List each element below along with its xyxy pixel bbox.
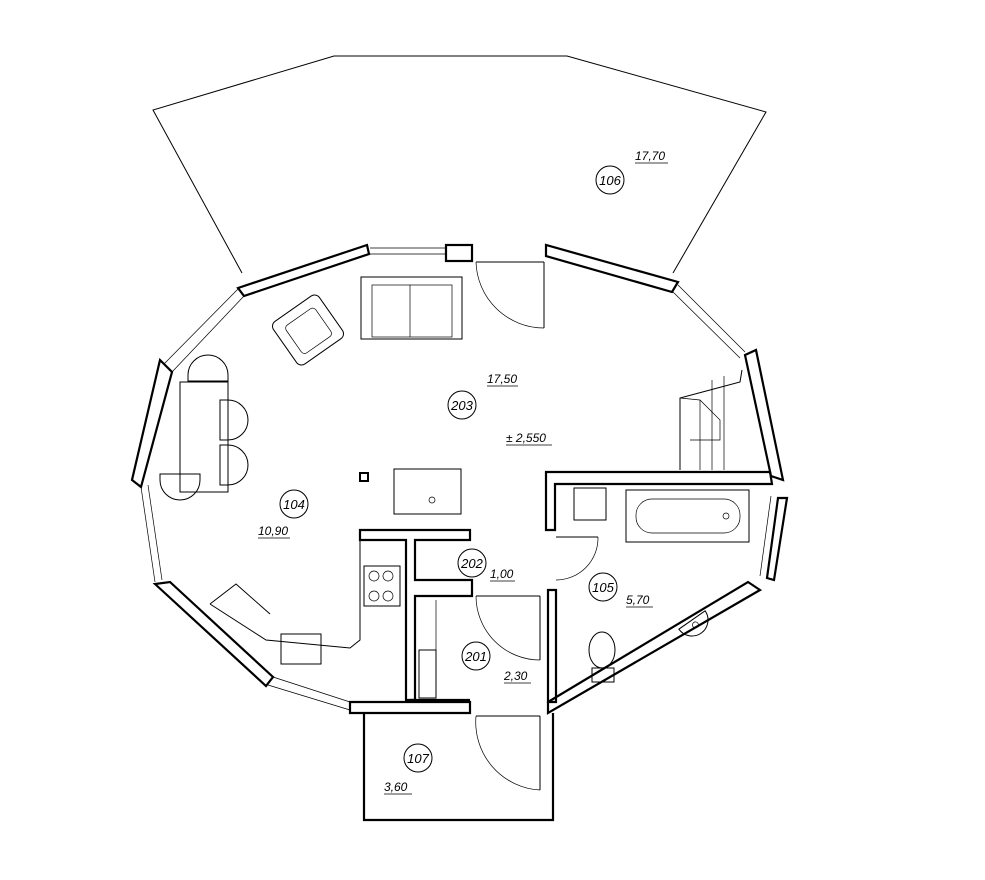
room-202-id: 202 [460,556,483,571]
room-203-id: 203 [450,398,473,413]
interior-walls [358,470,774,822]
dining-set [159,354,249,501]
sofa [360,276,463,340]
room-104-id: 104 [283,497,305,512]
room-107-area: 3,60 [384,780,408,794]
room-105-id: 105 [592,580,614,595]
kitchen-counter [209,540,401,665]
room-label-105: 105 5,70 [588,572,653,608]
room-label-201: 201 2,30 [461,641,531,684]
room-203-area: 17,50 [487,372,517,386]
room-label-104: 104 10,90 [258,489,309,539]
room-201-area: 2,30 [503,669,528,683]
room-label-106: 106 17,70 [595,149,668,195]
washbasin [678,610,709,637]
room-label-107: 107 3,60 [384,743,433,795]
staircase [679,369,743,470]
level-mark: ± 2,550 [506,431,552,446]
wardrobe [418,600,437,699]
room-107-id: 107 [407,751,429,766]
room-105-area: 5,70 [626,593,650,607]
exterior-walls [130,243,789,715]
level-mark-text: ± 2,550 [506,431,546,445]
room-label-202: 202 1,00 [457,548,515,582]
room-201-id: 201 [464,649,487,664]
room-104-area: 10,90 [258,524,288,538]
armchair [272,294,344,366]
kitchen-island [359,468,462,515]
doors [475,261,599,791]
room-106-area: 17,70 [635,149,665,163]
terrace-106-outline [152,55,767,274]
washbasin-cabinet [573,487,607,521]
toilet [588,631,616,683]
bathtub [625,489,750,543]
room-202-area: 1,00 [490,567,514,581]
windows [140,247,779,711]
room-106-id: 106 [599,173,621,188]
room-label-203: 203 17,50 [447,372,518,420]
